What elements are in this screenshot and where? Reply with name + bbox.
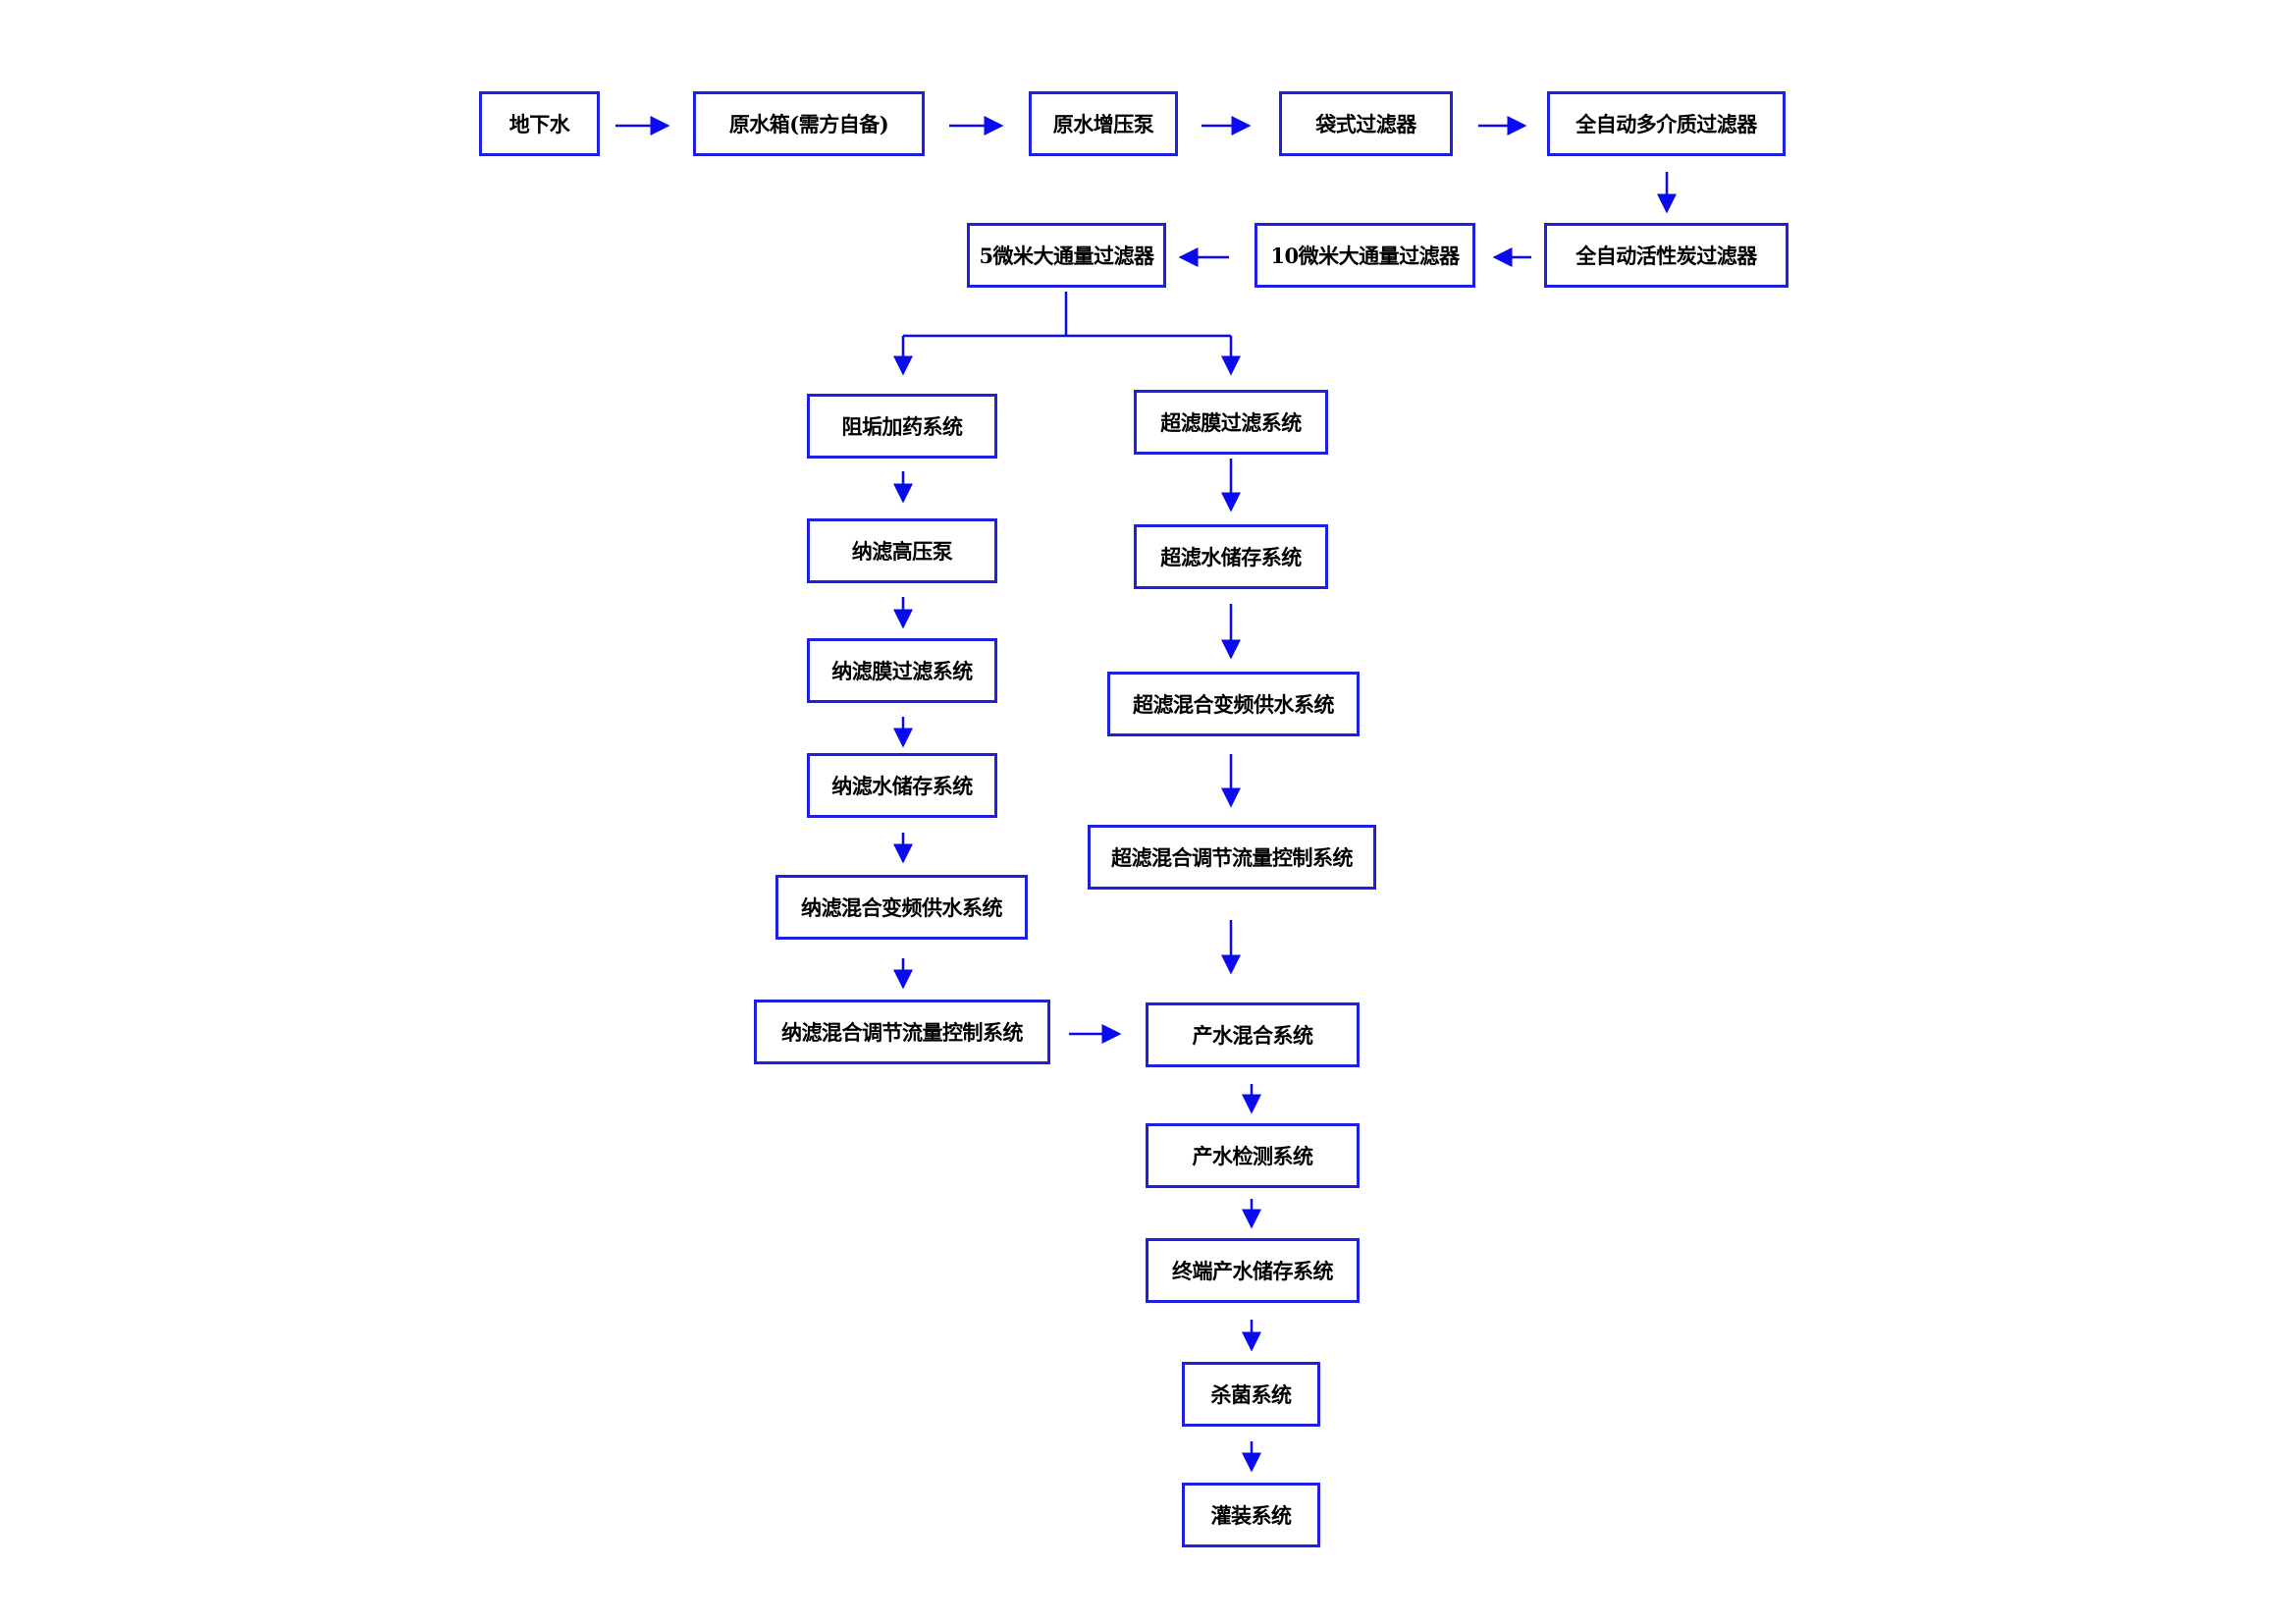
node-label: 纳滤混合调节流量控制系统 bbox=[781, 1020, 1024, 1045]
node-label: 灌装系统 bbox=[1210, 1503, 1293, 1528]
node-sterilization: 杀菌系统 bbox=[1182, 1362, 1320, 1427]
node-label: 原水增压泵 bbox=[1052, 112, 1154, 136]
node-label: 5微米大通量过滤器 bbox=[979, 244, 1154, 268]
node-label: 阻垢加药系统 bbox=[841, 414, 964, 439]
node-label: 纳滤水储存系统 bbox=[831, 774, 973, 798]
node-5um-filter: 5微米大通量过滤器 bbox=[967, 223, 1166, 288]
node-uf-flow-control: 超滤混合调节流量控制系统 bbox=[1088, 825, 1376, 890]
node-label: 10微米大通量过滤器 bbox=[1270, 244, 1460, 268]
node-label: 地下水 bbox=[508, 112, 570, 136]
node-raw-tank: 原水箱(需方自备) bbox=[693, 91, 925, 156]
node-nf-vfd-supply: 纳滤混合变频供水系统 bbox=[775, 875, 1028, 940]
node-product-mixing: 产水混合系统 bbox=[1146, 1002, 1360, 1067]
node-nf-membrane: 纳滤膜过滤系统 bbox=[807, 638, 997, 703]
node-uf-vfd-supply: 超滤混合变频供水系统 bbox=[1107, 672, 1360, 736]
node-multimedia-filter: 全自动多介质过滤器 bbox=[1547, 91, 1786, 156]
node-product-testing: 产水检测系统 bbox=[1146, 1123, 1360, 1188]
node-nf-flow-control: 纳滤混合调节流量控制系统 bbox=[754, 1000, 1050, 1064]
node-label: 超滤混合变频供水系统 bbox=[1133, 692, 1335, 717]
node-label: 超滤混合调节流量控制系统 bbox=[1111, 845, 1354, 870]
node-uf-membrane: 超滤膜过滤系统 bbox=[1134, 390, 1328, 455]
node-nf-pump: 纳滤高压泵 bbox=[807, 518, 997, 583]
node-label: 终端产水储存系统 bbox=[1172, 1259, 1334, 1283]
node-terminal-storage: 终端产水储存系统 bbox=[1146, 1238, 1360, 1303]
node-label: 全自动活性炭过滤器 bbox=[1575, 244, 1757, 268]
node-label: 产水检测系统 bbox=[1192, 1144, 1314, 1168]
node-bag-filter: 袋式过滤器 bbox=[1279, 91, 1453, 156]
node-groundwater: 地下水 bbox=[479, 91, 600, 156]
node-label: 纳滤膜过滤系统 bbox=[831, 659, 973, 683]
node-label: 杀菌系统 bbox=[1210, 1382, 1293, 1407]
node-label: 纳滤混合变频供水系统 bbox=[801, 895, 1003, 920]
node-label: 超滤水储存系统 bbox=[1160, 545, 1302, 569]
node-filling: 灌装系统 bbox=[1182, 1483, 1320, 1547]
node-label: 全自动多介质过滤器 bbox=[1575, 112, 1757, 136]
node-uf-storage: 超滤水储存系统 bbox=[1134, 524, 1328, 589]
node-10um-filter: 10微米大通量过滤器 bbox=[1255, 223, 1475, 288]
node-label: 袋式过滤器 bbox=[1315, 112, 1416, 136]
node-label: 纳滤高压泵 bbox=[851, 539, 953, 564]
node-raw-pump: 原水增压泵 bbox=[1029, 91, 1178, 156]
node-label: 产水混合系统 bbox=[1192, 1023, 1314, 1048]
node-label: 原水箱(需方自备) bbox=[728, 112, 889, 136]
node-carbon-filter: 全自动活性炭过滤器 bbox=[1544, 223, 1789, 288]
node-antiscalant: 阻垢加药系统 bbox=[807, 394, 997, 459]
node-label: 超滤膜过滤系统 bbox=[1160, 410, 1302, 435]
node-nf-storage: 纳滤水储存系统 bbox=[807, 753, 997, 818]
